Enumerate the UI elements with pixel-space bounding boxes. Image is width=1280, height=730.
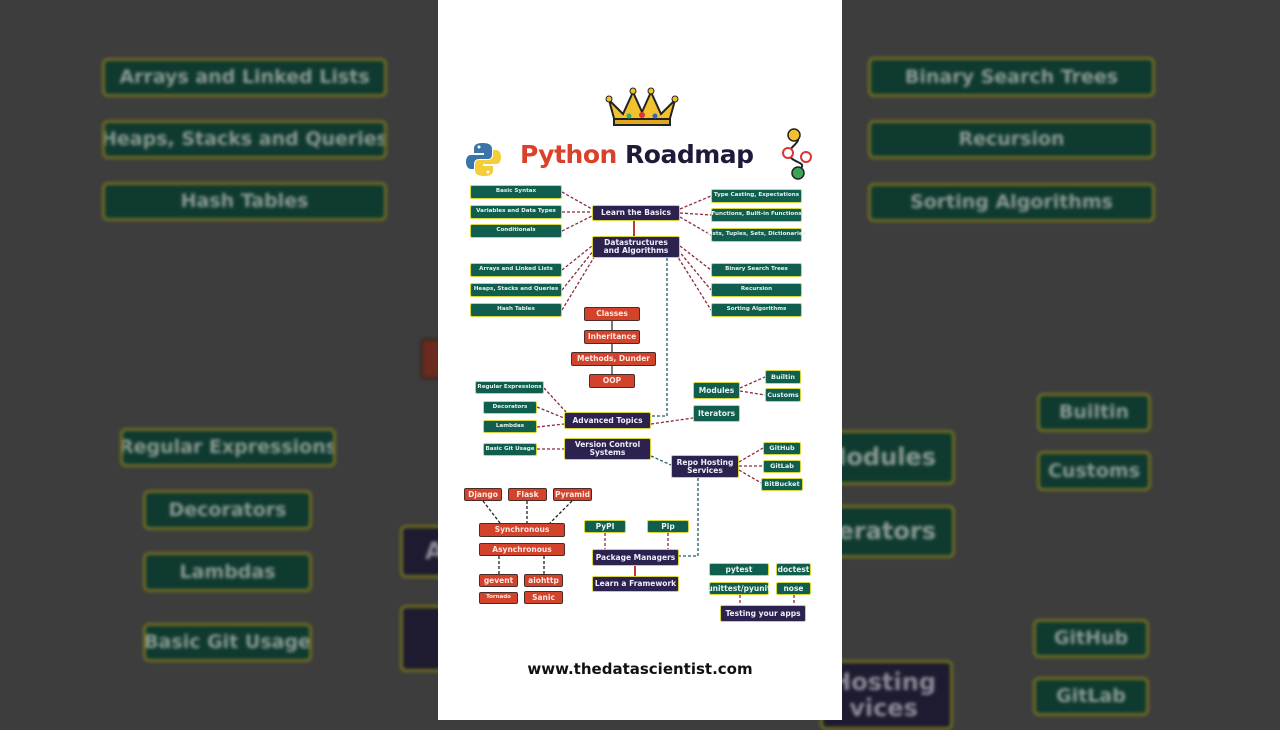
node-iterators: Iterators — [693, 405, 740, 422]
bg-box: Lambdas — [143, 552, 312, 592]
node-customs: Customs — [765, 388, 801, 402]
node-sanic: Sanic — [524, 591, 563, 604]
node-pip: Pip — [647, 520, 689, 533]
node-recursion: Recursion — [711, 283, 802, 297]
node-tornado: Tornado — [479, 592, 518, 604]
bg-box: Basic Git Usage — [143, 623, 312, 662]
node-builtin: Builtin — [765, 370, 801, 384]
node-django: Django — [464, 488, 502, 501]
bg-box: Modules — [820, 430, 955, 485]
node-datastructures: Datastructures and Algorithms — [592, 236, 680, 258]
node-unittest: unittest/pyunit — [707, 582, 771, 595]
node-nose: nose — [776, 582, 811, 595]
node-pyramid: Pyramid — [553, 488, 592, 501]
node-learn-framework: Learn a Framework — [592, 576, 679, 592]
bg-box: Customs — [1037, 451, 1151, 491]
node-type-casting: Type Casting, Expectations — [711, 189, 802, 203]
title-roadmap: Roadmap — [625, 140, 754, 169]
bg-box: Recursion — [868, 120, 1155, 159]
node-pypi: PyPI — [584, 520, 626, 533]
node-methods-dunder: Methods, Dunder — [571, 352, 656, 366]
node-aiohttp: aiohttp — [524, 574, 563, 587]
node-arrays: Arrays and Linked Lists — [470, 263, 562, 277]
bg-box: Arrays and Linked Lists — [102, 58, 387, 97]
website-url: www.thedatascientist.com — [527, 660, 753, 678]
bg-box: Sorting Algorithms — [868, 183, 1155, 222]
bg-box: Hosting vices — [820, 660, 953, 730]
node-pytest: pytest — [709, 563, 769, 576]
node-sorting: Sorting Algorithms — [711, 303, 802, 317]
page-title: Python Roadmap — [520, 140, 754, 169]
python-logo-icon — [466, 143, 501, 176]
node-conditionals: Conditionals — [470, 224, 562, 238]
node-gitlab: GitLab — [763, 460, 801, 473]
node-regex: Regular Expressions — [475, 381, 544, 394]
node-asynchronous: Asynchronous — [479, 543, 565, 556]
node-advanced-topics: Advanced Topics — [564, 412, 651, 429]
bg-box: GitLab — [1033, 677, 1149, 716]
node-functions: Functions, Built-in Functions — [711, 208, 802, 222]
node-oop: OOP — [589, 374, 635, 388]
node-package-managers: Package Managers — [592, 549, 679, 566]
bg-box: Binary Search Trees — [868, 57, 1155, 97]
bg-box: erators — [820, 505, 955, 558]
crown-icon — [605, 87, 679, 126]
node-modules: Modules — [693, 382, 740, 399]
node-variables: Variables and Data Types — [470, 205, 562, 219]
node-github: GitHub — [763, 442, 801, 455]
bg-box: Heaps, Stacks and Queries — [102, 120, 387, 159]
node-gevent: gevent — [479, 574, 518, 587]
node-bst: Binary Search Trees — [711, 263, 802, 277]
node-classes: Classes — [584, 307, 640, 321]
node-doctest: doctest — [776, 563, 811, 576]
node-basic-syntax: Basic Syntax — [470, 185, 562, 199]
node-lists-tuples: Lists, Tuples, Sets, Dictionaries — [707, 228, 806, 242]
node-lambdas: Lambdas — [483, 420, 537, 433]
node-decorators: Decorators — [483, 401, 537, 414]
node-repo-hosting: Repo Hosting Services — [671, 455, 739, 478]
bg-box: Builtin — [1037, 393, 1151, 432]
bg-box: Hash Tables — [102, 182, 387, 221]
node-inheritance: Inheritance — [584, 330, 640, 344]
node-heaps: Heaps, Stacks and Queries — [470, 283, 562, 297]
node-testing-apps: Testing your apps — [720, 605, 806, 622]
bg-box: Decorators — [143, 490, 312, 530]
node-basic-git: Basic Git Usage — [483, 443, 537, 456]
node-hash-tables: Hash Tables — [470, 303, 562, 317]
node-bitbucket: BitBucket — [761, 478, 803, 491]
bg-box: Regular Expressions — [120, 428, 336, 467]
bg-box: GitHub — [1033, 619, 1149, 658]
node-synchronous: Synchronous — [479, 523, 565, 537]
title-python: Python — [520, 140, 617, 169]
node-learn-basics: Learn the Basics — [592, 205, 680, 221]
node-version-control: Version Control Systems — [564, 438, 651, 460]
path-nodes-icon — [782, 128, 812, 180]
node-flask: Flask — [508, 488, 547, 501]
